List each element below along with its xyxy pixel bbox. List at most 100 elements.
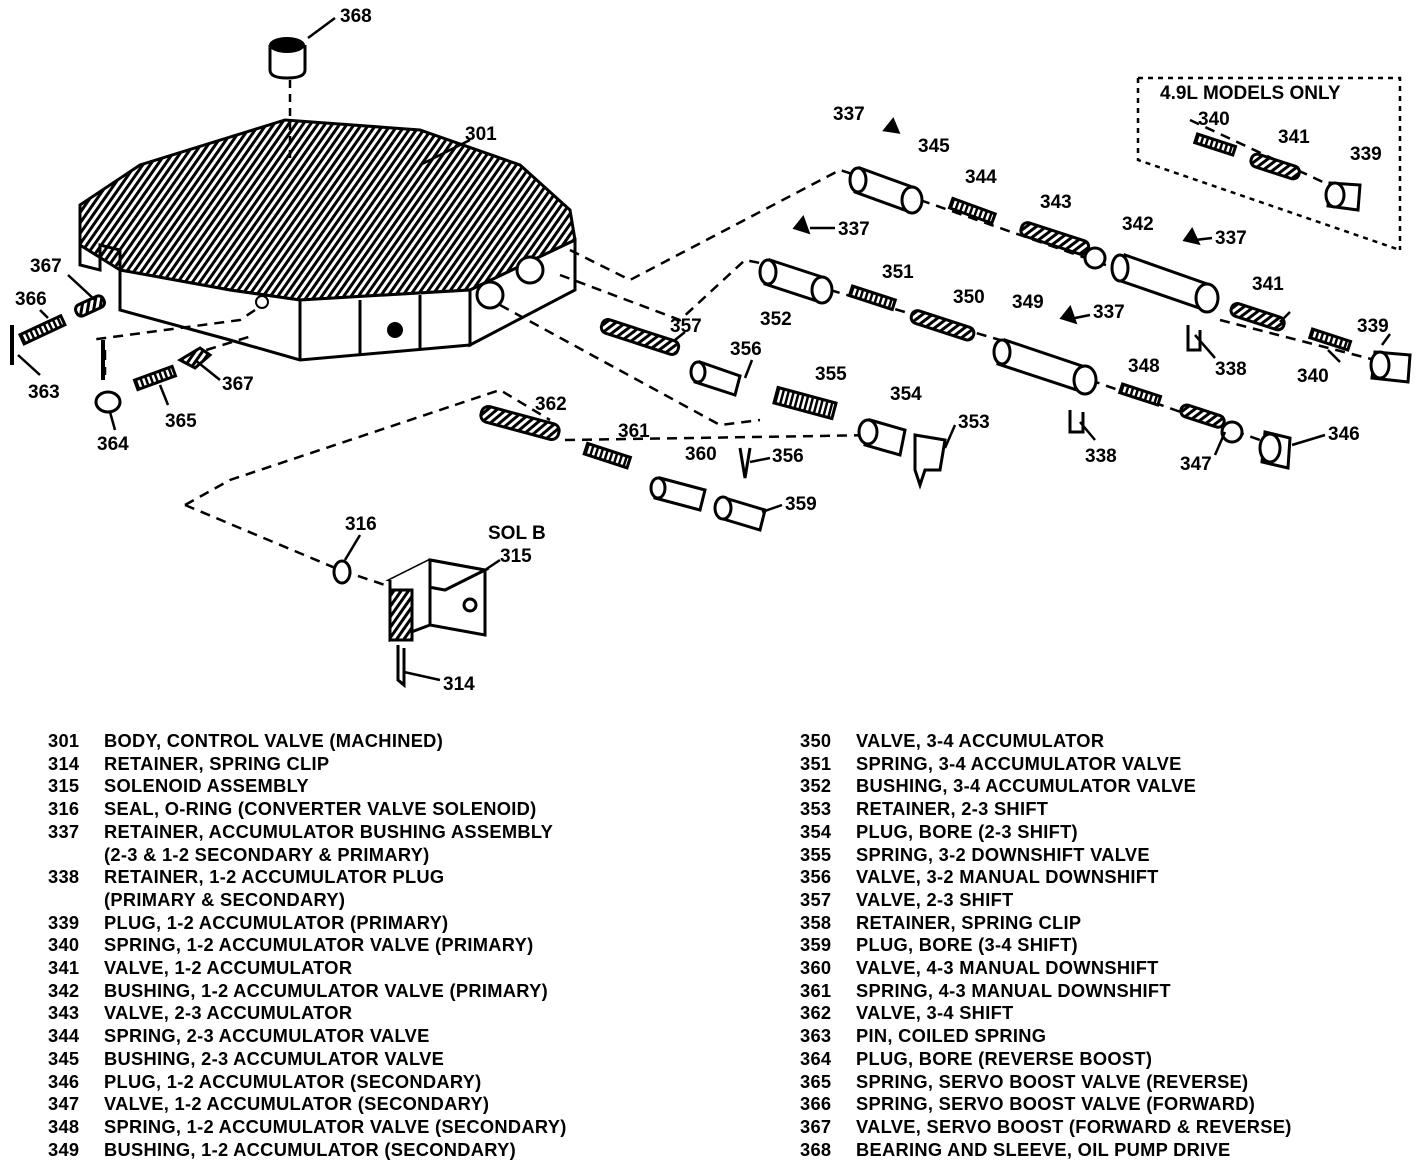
legend-part-description: SOLENOID ASSEMBLY: [104, 775, 309, 797]
callout-337: 337: [833, 104, 865, 125]
callout-349: 349: [1012, 292, 1044, 313]
legend-part-description: BUSHING, 2-3 ACCUMULATOR VALVE: [104, 1047, 445, 1069]
legend-row: 351 SPRING, 3-4 ACCUMULATOR VALVE: [800, 753, 1292, 776]
legend-part-number: 349: [48, 1138, 80, 1160]
legend-part-description: VALVE, 3-4 SHIFT: [856, 1002, 1014, 1024]
part-368-bearing-sleeve: [268, 16, 336, 160]
callout-357: 357: [670, 316, 702, 337]
legend-part-number: 365: [800, 1070, 832, 1092]
callout-341: 341: [1252, 274, 1284, 295]
callout-356: 356: [730, 339, 762, 360]
callout-343: 343: [1040, 192, 1072, 213]
callout-338: 338: [1215, 359, 1247, 380]
callout-340: 340: [1297, 366, 1329, 387]
callout-342: 342: [1122, 214, 1154, 235]
models-only-box: 4.9L MODELS ONLY: [1136, 76, 1402, 252]
legend-row: 358 RETAINER, SPRING CLIP: [800, 912, 1292, 935]
legend-row: 357 VALVE, 2-3 SHIFT: [800, 889, 1292, 912]
legend-part-description: SPRING, 1-2 ACCUMULATOR VALVE (SECONDARY…: [104, 1115, 567, 1137]
callout-367: 367: [222, 374, 254, 395]
legend-part-description: SPRING, 2-3 ACCUMULATOR VALVE: [104, 1025, 430, 1047]
legend-row: 365 SPRING, SERVO BOOST VALVE (REVERSE): [800, 1071, 1292, 1094]
legend-part-number: 355: [800, 843, 832, 865]
legend-part-number: 368: [800, 1138, 832, 1160]
leader-lines: [17, 226, 1392, 682]
legend-part-number: 340: [48, 934, 80, 956]
callout-353: 353: [958, 412, 990, 433]
legend-part-number: 364: [800, 1047, 832, 1069]
legend-part-number: 353: [800, 798, 832, 820]
legend-part-description: RETAINER, SPRING CLIP: [856, 911, 1082, 933]
legend-part-description: RETAINER, 2-3 SHIFT: [856, 798, 1049, 820]
legend-row: (2-3 & 1-2 SECONDARY & PRIMARY): [48, 844, 567, 867]
valve-body-exploded-diagram: 4.9L MODELS ONLY: [10, 6, 1412, 695]
callout-301: 301: [465, 124, 497, 145]
callout-labels: 368 301 337 345 344 343 342 337 337 337 …: [15, 6, 1389, 695]
legend-part-description: BODY, CONTROL VALVE (MACHINED): [104, 730, 444, 751]
legend-row: 368 BEARING AND SLEEVE, OIL PUMP DRIVE: [800, 1139, 1292, 1162]
legend-part-description: SPRING, SERVO BOOST VALVE (REVERSE): [856, 1070, 1249, 1092]
legend-part-description: RETAINER, SPRING CLIP: [104, 752, 330, 774]
legend-part-description: PLUG, 1-2 ACCUMULATOR (PRIMARY): [104, 911, 449, 933]
legend-row: 338 RETAINER, 1-2 ACCUMULATOR PLUG: [48, 866, 567, 889]
callout-365: 365: [165, 411, 197, 432]
legend-part-number: 343: [48, 1002, 80, 1024]
legend-row: (PRIMARY & SECONDARY): [48, 889, 567, 912]
callout-345: 345: [918, 136, 950, 157]
callout-315: 315: [500, 546, 532, 567]
callout-363: 363: [28, 382, 60, 403]
legend-part-description: SPRING, 4-3 MANUAL DOWNSHIFT: [856, 979, 1171, 1001]
legend-row: 353 RETAINER, 2-3 SHIFT: [800, 798, 1292, 821]
callout-341: 341: [1278, 127, 1310, 148]
legend-part-description: PLUG, 1-2 ACCUMULATOR (SECONDARY): [104, 1070, 482, 1092]
callout-355: 355: [815, 364, 847, 385]
legend-part-description: BUSHING, 3-4 ACCUMULATOR VALVE: [856, 775, 1197, 797]
models-only-title: 4.9L MODELS ONLY: [1160, 83, 1341, 104]
callout-339: 339: [1350, 144, 1382, 165]
legend-part-description: VALVE, 1-2 ACCUMULATOR: [104, 957, 353, 979]
callout-337: 337: [838, 219, 870, 240]
callout-337: 337: [1215, 228, 1247, 249]
legend-part-number: 351: [800, 752, 832, 774]
legend-part-description: BUSHING, 1-2 ACCUMULATOR VALVE (PRIMARY): [104, 979, 548, 1001]
callout-358: 356: [772, 446, 804, 467]
sol-b-label: SOL B: [488, 523, 546, 544]
legend-part-number: 346: [48, 1070, 80, 1092]
legend-part-number: 358: [800, 911, 832, 933]
legend-part-number: 350: [800, 730, 832, 751]
legend-row: 341 VALVE, 1-2 ACCUMULATOR: [48, 957, 567, 980]
callout-314: 314: [443, 674, 475, 695]
legend-part-description: VALVE, 2-3 SHIFT: [856, 888, 1014, 910]
callout-316: 316: [345, 514, 377, 535]
callout-340: 340: [1198, 109, 1230, 130]
legend-part-number: 341: [48, 957, 80, 979]
legend-part-number: 357: [800, 888, 832, 910]
callout-351: 351: [882, 262, 914, 283]
legend-part-number: 338: [48, 866, 80, 888]
legend-part-description: BEARING AND SLEEVE, OIL PUMP DRIVE: [856, 1138, 1231, 1160]
callout-352: 352: [760, 309, 792, 330]
callout-344: 344: [965, 167, 997, 188]
legend-part-description: SPRING, 3-4 ACCUMULATOR VALVE: [856, 752, 1182, 774]
legend-part-number: 316: [48, 798, 80, 820]
legend-part-description: VALVE, 3-2 MANUAL DOWNSHIFT: [856, 866, 1159, 888]
legend-part-number: 360: [800, 957, 832, 979]
legend-part-description: RETAINER, 1-2 ACCUMULATOR PLUG: [104, 866, 445, 888]
